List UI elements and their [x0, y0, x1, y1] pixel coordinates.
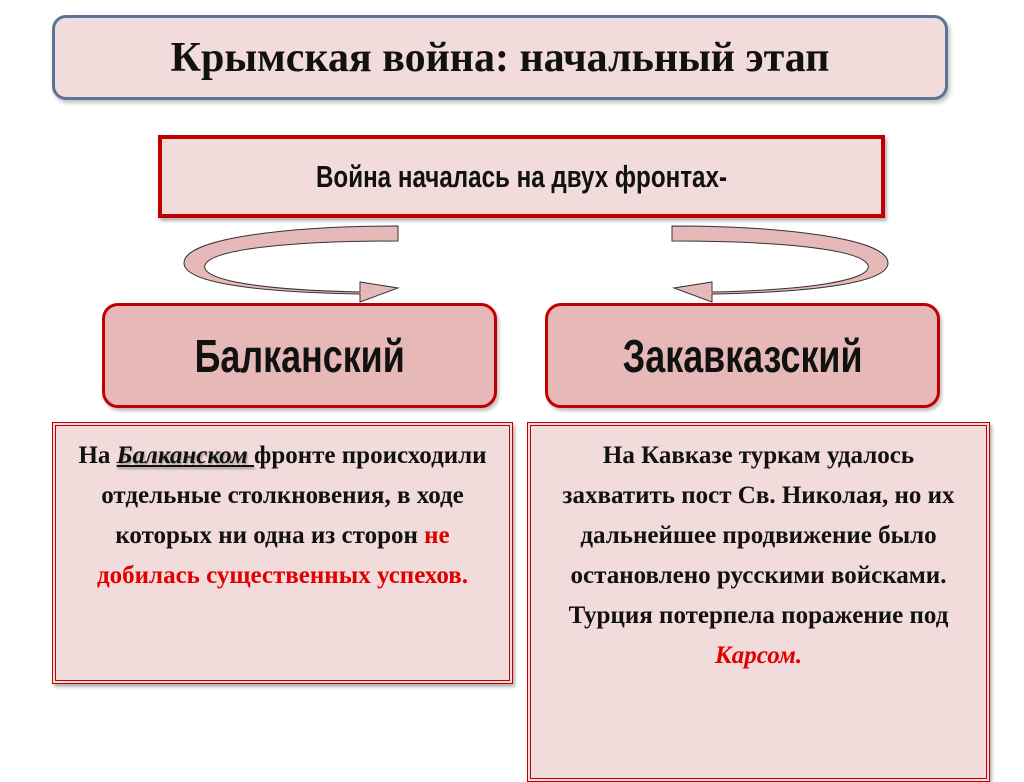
desc-text: На Кавказе туркам удалось захватить пост…: [562, 442, 955, 629]
slide-title: Крымская война: начальный этап: [170, 34, 830, 81]
caucasus-front-box: Закавказский: [545, 303, 940, 408]
balkan-description: На Балканском фронте происходили отдельн…: [52, 422, 513, 684]
desc-text: На: [78, 442, 117, 469]
caucasus-front-label: Закавказский: [622, 329, 863, 382]
caucasus-description: На Кавказе туркам удалось захватить пост…: [527, 422, 990, 782]
left-curved-arrow-icon: [183, 225, 400, 303]
right-curved-arrow-icon: [671, 225, 889, 303]
desc-emphasis: Балканском: [116, 442, 255, 469]
desc-highlight: Карсом.: [714, 642, 803, 669]
balkan-front-box: Балканский: [102, 303, 497, 408]
desc-highlight: не добилась существенных успехов.: [97, 522, 468, 589]
subtitle: Война началась на двух фронтах-: [315, 158, 728, 194]
subtitle-box: Война началась на двух фронтах-: [158, 135, 885, 218]
balkan-front-label: Балканский: [194, 329, 405, 382]
desc-text: фронте происходили отдельные столкновени…: [101, 442, 487, 549]
title-box: Крымская война: начальный этап: [52, 15, 948, 100]
